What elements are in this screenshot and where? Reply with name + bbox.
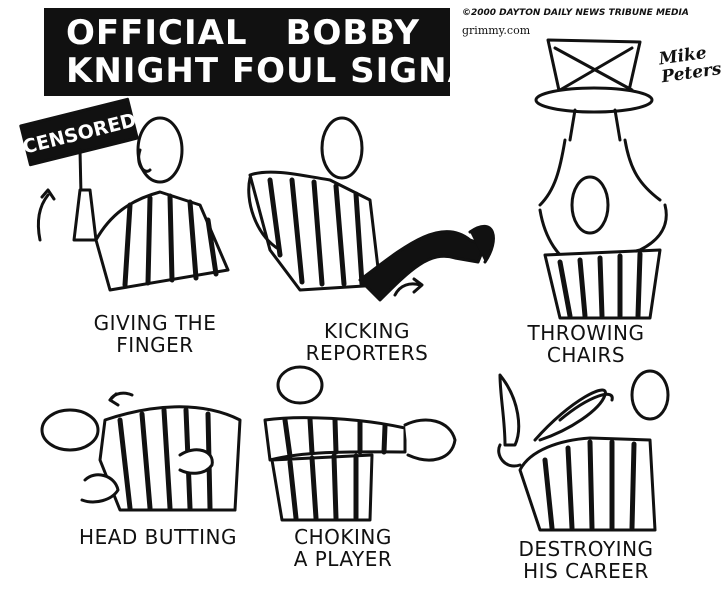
signal-caption-kicking-reporters: KICKING REPORTERS bbox=[305, 319, 429, 365]
website-text: grimmy.com bbox=[462, 24, 531, 37]
figure-destroying-career bbox=[497, 369, 670, 532]
signal-caption-throwing-chairs: THROWING CHAIRS bbox=[527, 321, 645, 367]
figure-choking-player bbox=[263, 365, 457, 522]
signal-caption-destroying-career: DESTROYING HIS CAREER bbox=[518, 537, 654, 583]
figure-head-butting bbox=[40, 391, 242, 512]
signal-caption-giving-finger: GIVING THE FINGER bbox=[93, 311, 217, 357]
signal-caption-head-butting: HEAD BUTTING bbox=[79, 525, 237, 549]
censored-sign bbox=[19, 97, 139, 167]
title-bobby: BOBBY bbox=[285, 13, 421, 53]
figure-throwing-chairs bbox=[534, 38, 668, 320]
figure-giving-finger: CENSORED bbox=[19, 97, 230, 292]
signal-caption-choking-player: CHOKING A PLAYER bbox=[293, 525, 393, 571]
copyright-notice: ©2000 DAYTON DAILY NEWS TRIBUNE MEDIA bbox=[462, 8, 689, 18]
title-official: OFFICIAL bbox=[66, 13, 248, 53]
figure-kicking-reporters bbox=[247, 116, 495, 302]
